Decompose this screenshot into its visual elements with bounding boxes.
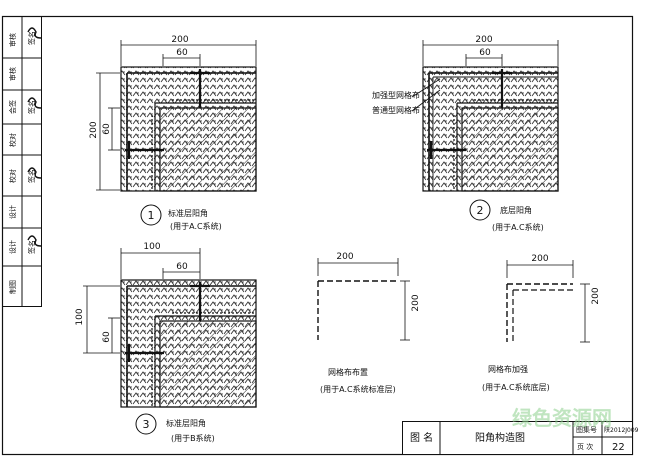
signoff-sidebar: 审核 签名 审核 会签 签名 校对 校对 签名 设计 设计 签名 制图 bbox=[2, 16, 42, 307]
sidebar-cell-2-label: 审核 bbox=[8, 67, 17, 81]
watermark: 绿色资源网 bbox=[512, 406, 612, 430]
dim-left-inner-1: 60 bbox=[102, 123, 112, 135]
detail-number-3: 3 bbox=[143, 418, 150, 431]
page-number: 22 bbox=[612, 442, 625, 453]
corner-detail-1 bbox=[120, 66, 257, 192]
detail-marker-3 bbox=[135, 413, 157, 435]
detail-title-1: 标准层阳角 bbox=[168, 208, 208, 218]
dim-left-inner-3: 60 bbox=[102, 331, 112, 343]
detail-marker-2 bbox=[469, 199, 491, 221]
sidebar-cell-3-label: 会签 bbox=[8, 100, 17, 114]
detail-number-1: 1 bbox=[148, 209, 155, 222]
sidebar-cell-7-label: 设计 bbox=[8, 240, 17, 254]
sidebar-cell-7-signature: 签名 bbox=[27, 240, 36, 254]
atlas-number-label: 图集号 bbox=[576, 425, 597, 434]
detail-title-2: 底层阳角 bbox=[500, 205, 532, 215]
mesh-dim-top-2: 200 bbox=[531, 254, 548, 264]
callout-reinforced-mesh: 加强型网格布 bbox=[372, 90, 420, 100]
dim-top-inner-2: 60 bbox=[479, 48, 491, 58]
dimensions-detail-3 bbox=[83, 248, 201, 354]
detail-number-2: 2 bbox=[477, 204, 484, 217]
dim-top-outer-2: 200 bbox=[475, 35, 492, 45]
mesh-title-1: 网格布布置 bbox=[328, 367, 368, 377]
detail-subtitle-3: (用于B系统) bbox=[171, 433, 215, 443]
corner-detail-2 bbox=[422, 66, 559, 192]
dimensions-detail-1 bbox=[96, 40, 257, 191]
title-block bbox=[402, 421, 633, 455]
detail-marker-1 bbox=[140, 204, 162, 226]
dim-left-outer-1: 200 bbox=[89, 121, 99, 138]
drawing-name-label: 图 名 bbox=[410, 431, 433, 444]
dim-left-outer-3: 100 bbox=[75, 308, 85, 325]
dimensions-detail-2 bbox=[411, 40, 559, 112]
drawing-name: 阳角构造图 bbox=[475, 431, 525, 444]
sidebar-cell-1-label: 审核 bbox=[8, 33, 17, 47]
sidebar-cell-5-label: 校对 bbox=[8, 169, 17, 183]
sidebar-cell-6-label: 设计 bbox=[8, 205, 17, 219]
sidebar-cell-3-signature: 签名 bbox=[27, 100, 36, 114]
sidebar-cell-1-signature: 签名 bbox=[27, 31, 36, 45]
detail-subtitle-1: (用于A.C系统) bbox=[170, 221, 222, 231]
detail-title-3: 标准层阳角 bbox=[166, 418, 206, 428]
page-number-label: 页 次 bbox=[577, 442, 593, 451]
detail-subtitle-2: (用于A.C系统) bbox=[492, 222, 544, 232]
dim-top-inner-1: 60 bbox=[176, 48, 188, 58]
mesh-dim-top-1: 200 bbox=[336, 252, 353, 262]
dim-top-outer-1: 200 bbox=[171, 35, 188, 45]
mesh-layout-reinforced bbox=[506, 260, 590, 343]
mesh-dim-side-1: 200 bbox=[411, 294, 421, 311]
atlas-number: 陕2012J009 bbox=[604, 426, 639, 434]
signature-scribble bbox=[27, 27, 42, 247]
dim-top-inner-3: 60 bbox=[176, 262, 188, 272]
sidebar-cell-5-signature: 签名 bbox=[27, 169, 36, 183]
mesh-layout-standard bbox=[317, 258, 410, 341]
mesh-subtitle-2: (用于A.C系统底层) bbox=[482, 382, 550, 392]
sidebar-cell-8-label: 制图 bbox=[8, 280, 17, 294]
mesh-subtitle-1: (用于A.C系统标准层) bbox=[320, 384, 396, 394]
corner-detail-3 bbox=[120, 279, 257, 408]
dim-top-outer-3: 100 bbox=[143, 242, 160, 252]
sidebar-cell-4-label: 校对 bbox=[8, 133, 17, 147]
mesh-dim-side-2: 200 bbox=[591, 287, 601, 304]
callout-standard-mesh: 普通型网格布 bbox=[372, 105, 420, 115]
mesh-title-2: 网格布加强 bbox=[488, 364, 528, 374]
